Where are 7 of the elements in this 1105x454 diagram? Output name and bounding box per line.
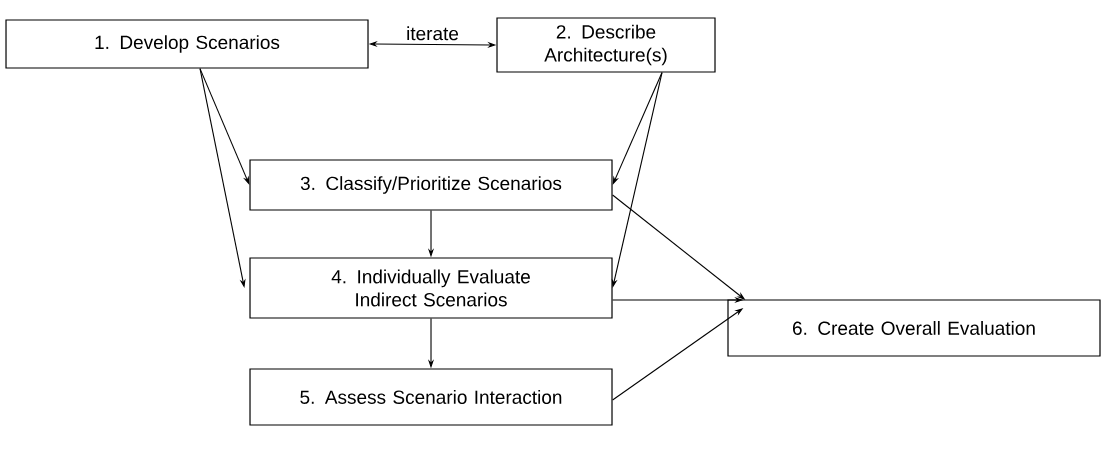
- process-box: 1. Develop Scenarios: [5, 19, 369, 69]
- process-box: 5. Assess Scenario Interaction: [249, 368, 613, 426]
- process-box: 2. Describe Architecture(s): [496, 17, 716, 73]
- process-box: 6. Create Overall Evaluation: [727, 299, 1101, 357]
- edge-label: iterate: [405, 25, 460, 42]
- process-box: 3. Classify/Prioritize Scenarios: [249, 159, 613, 211]
- process-box: 4. Individually Evaluate Indirect Scenarios: [249, 257, 613, 319]
